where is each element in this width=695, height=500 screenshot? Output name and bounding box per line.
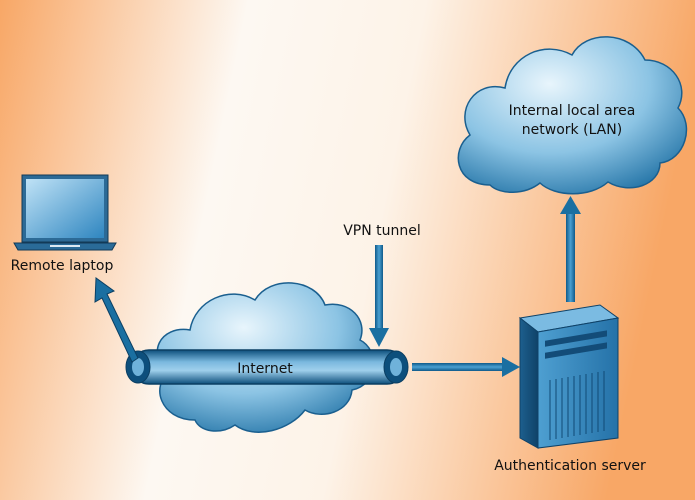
vpn-tunnel-pipe: Internet: [125, 349, 409, 385]
server-icon: [518, 304, 620, 449]
remote-laptop-label: Remote laptop: [11, 258, 114, 274]
laptop-icon: [13, 174, 117, 251]
arrow-vpn-down: [369, 245, 389, 347]
lan-cloud: Internal local area network (LAN): [457, 36, 688, 195]
arrow-to-lan: [560, 196, 581, 302]
arrow-to-laptop: [94, 277, 139, 363]
vpn-tunnel-label: VPN tunnel: [343, 223, 421, 239]
arrow-to-server: [412, 357, 520, 377]
lan-label-line1: Internal local area: [509, 103, 636, 119]
lan-label-line2: network (LAN): [522, 122, 622, 138]
auth-server-label: Authentication server: [494, 458, 646, 474]
internet-label: Internet: [237, 361, 293, 377]
